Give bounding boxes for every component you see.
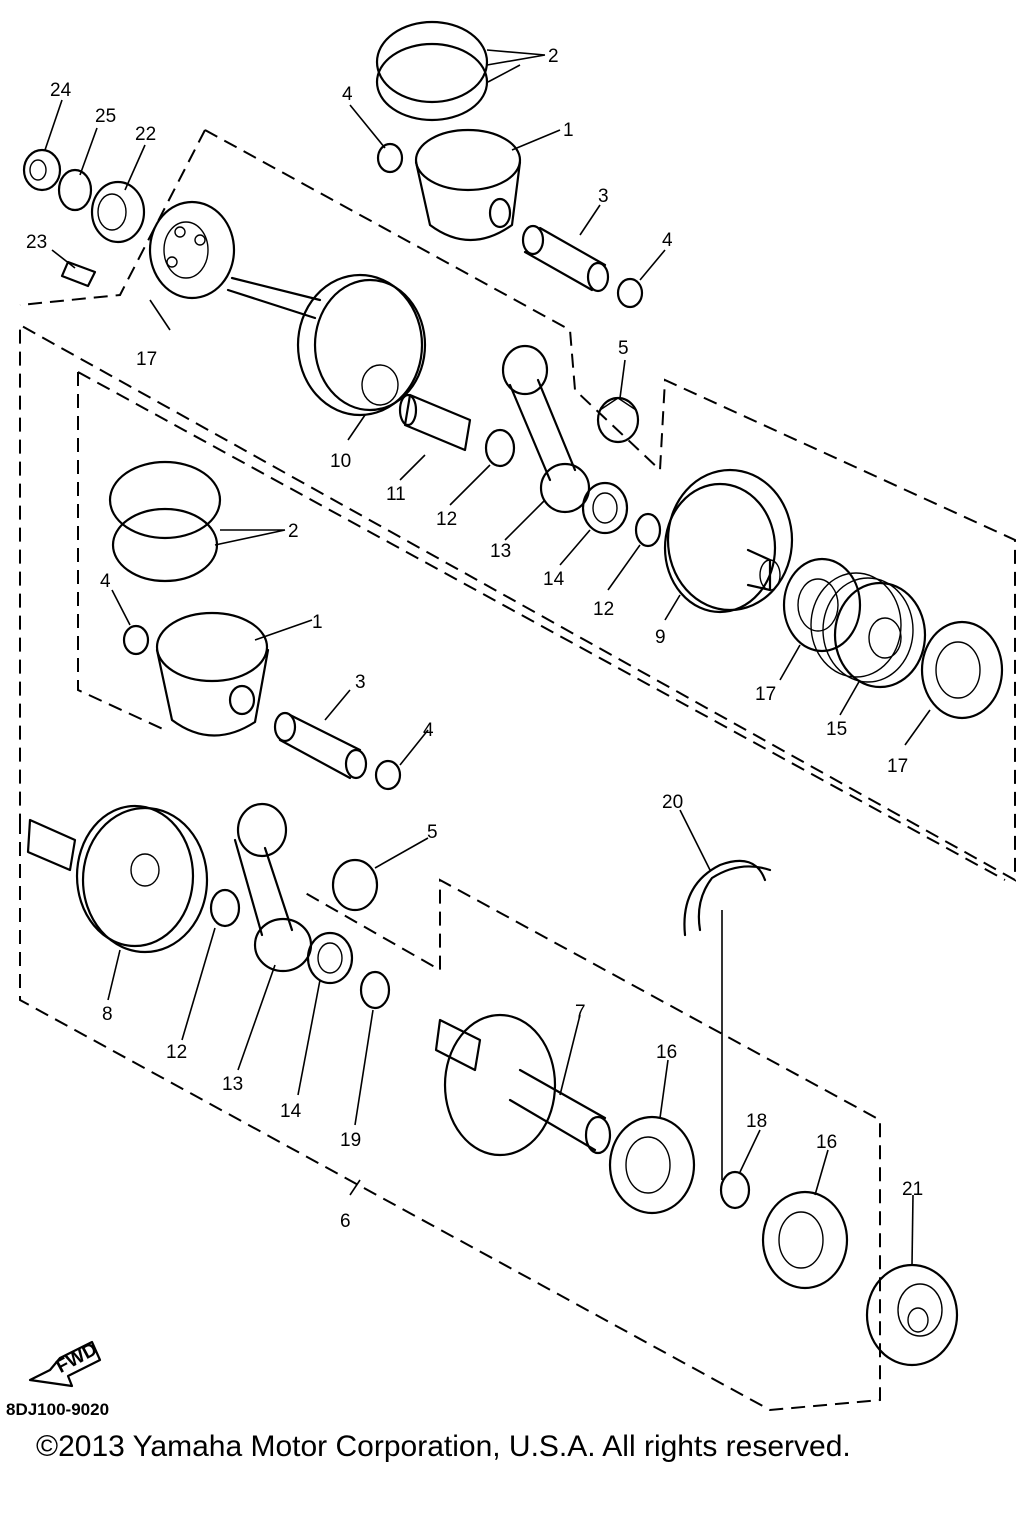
copyright-notice: ©2013 Yamaha Motor Corporation, U.S.A. A… bbox=[36, 1430, 851, 1463]
callout-16-right: 16 bbox=[816, 1132, 837, 1153]
circlip-upper-right bbox=[616, 277, 644, 309]
bearing-17-mid bbox=[782, 557, 862, 653]
piston-rings-upper bbox=[375, 20, 489, 122]
ring-20 bbox=[683, 859, 772, 937]
washer-25 bbox=[57, 168, 93, 212]
callout-4-top: 4 bbox=[342, 84, 353, 105]
washer-12-mid bbox=[634, 512, 662, 548]
callout-15: 15 bbox=[826, 719, 847, 740]
callout-labels: 24 25 22 23 4 2 1 3 4 5 17 10 11 12 13 1… bbox=[26, 46, 923, 1232]
labyrinth-seal-15 bbox=[810, 572, 927, 689]
callout-14-lower: 14 bbox=[280, 1101, 302, 1122]
callout-12-mid: 12 bbox=[593, 599, 614, 620]
piston-lower bbox=[155, 611, 270, 737]
callout-1-lower: 1 bbox=[312, 612, 323, 633]
assembly-outline-left bbox=[19, 129, 206, 306]
callout-8: 8 bbox=[102, 1004, 113, 1025]
washer-12-lower bbox=[209, 888, 241, 928]
part-code: 8DJ100-9020 bbox=[6, 1400, 110, 1419]
oil-seal-21 bbox=[865, 1263, 959, 1367]
needle-bearing-5-lower bbox=[331, 858, 379, 912]
crank-half-7 bbox=[434, 1013, 612, 1157]
needle-bearing-14-lower bbox=[306, 931, 354, 985]
oil-seal-22 bbox=[90, 180, 146, 244]
bearing-16-left bbox=[608, 1115, 696, 1215]
key-23 bbox=[60, 260, 97, 288]
callout-4-lower-left: 4 bbox=[100, 571, 111, 592]
bearing-17-left bbox=[148, 200, 236, 300]
callout-13-upper: 13 bbox=[490, 541, 511, 562]
callout-11: 11 bbox=[386, 484, 406, 505]
callout-12-upper: 12 bbox=[436, 509, 457, 530]
callout-18: 18 bbox=[746, 1111, 767, 1132]
crank-half-8 bbox=[26, 804, 209, 954]
callout-14-upper: 14 bbox=[543, 569, 565, 590]
callout-4-lower-right: 4 bbox=[423, 720, 434, 741]
callout-17-left: 17 bbox=[136, 349, 157, 370]
callout-22: 22 bbox=[135, 124, 156, 145]
connecting-rod-lower bbox=[233, 802, 313, 973]
callout-2-top: 2 bbox=[548, 46, 559, 67]
needle-bearing-5-upper bbox=[596, 396, 640, 444]
callout-7: 7 bbox=[575, 1002, 586, 1023]
callout-20: 20 bbox=[662, 792, 683, 813]
nut-24 bbox=[22, 148, 62, 192]
bearing-16-right bbox=[761, 1190, 849, 1290]
callout-12-lower: 12 bbox=[166, 1042, 187, 1063]
callout-17-mid: 17 bbox=[755, 684, 776, 705]
callout-25: 25 bbox=[95, 106, 116, 127]
fwd-arrow-icon: FWD bbox=[28, 1339, 102, 1388]
crank-half-10 bbox=[226, 273, 427, 417]
piston-pin-lower bbox=[273, 711, 368, 780]
callout-16-left: 16 bbox=[656, 1042, 677, 1063]
washer-12-upper bbox=[484, 428, 516, 468]
callout-10: 10 bbox=[330, 451, 351, 472]
callout-3-top: 3 bbox=[598, 186, 609, 207]
callout-17-right: 17 bbox=[887, 756, 908, 777]
assembly-outline-upper bbox=[19, 129, 1016, 1412]
connecting-rod-upper bbox=[501, 344, 591, 514]
circlip-upper-left bbox=[376, 142, 404, 174]
piston-pin-upper bbox=[521, 224, 610, 293]
callout-23: 23 bbox=[26, 232, 47, 253]
callout-3-lower: 3 bbox=[355, 672, 366, 693]
piston-upper bbox=[414, 128, 522, 242]
needle-bearing-14-upper bbox=[581, 481, 629, 535]
callout-5-lower: 5 bbox=[427, 822, 438, 843]
callout-2-lower: 2 bbox=[288, 521, 299, 542]
callout-24: 24 bbox=[50, 80, 72, 101]
bearing-17-right bbox=[920, 620, 1004, 720]
callout-5-top: 5 bbox=[618, 338, 629, 359]
callout-13-lower: 13 bbox=[222, 1074, 243, 1095]
leader-lines bbox=[44, 49, 931, 1266]
callout-4-right: 4 bbox=[662, 230, 673, 251]
piston-rings-lower bbox=[108, 460, 222, 583]
callout-6: 6 bbox=[340, 1211, 351, 1232]
callout-21: 21 bbox=[902, 1179, 923, 1200]
callout-9: 9 bbox=[655, 627, 666, 648]
callout-19: 19 bbox=[340, 1130, 361, 1151]
crank-web-9 bbox=[663, 468, 794, 614]
circlip-lower-left bbox=[122, 624, 150, 656]
crank-pin-11 bbox=[398, 393, 472, 452]
assembly-outline-inner bbox=[77, 371, 1006, 881]
callout-1-top: 1 bbox=[563, 120, 574, 141]
circlip-lower-right bbox=[374, 759, 402, 791]
washer-19 bbox=[359, 970, 391, 1010]
washer-18 bbox=[719, 1170, 751, 1210]
